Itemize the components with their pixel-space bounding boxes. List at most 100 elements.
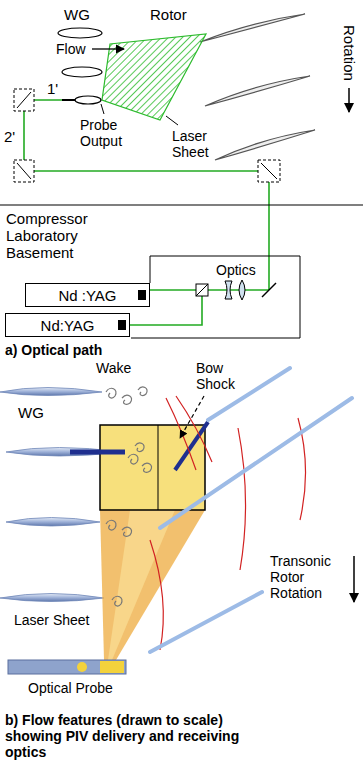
wake-swirl [122,527,132,536]
shock-wave [150,540,163,650]
guide-vane [6,518,100,527]
laser-sheet [100,510,205,660]
periscope-box [14,160,34,182]
rotation-label: Rotation [341,25,358,81]
wake-swirl [142,463,152,472]
label-holder: b) Flow features (drawn to scale) showin… [5,712,280,760]
part-label: Probe Output [80,117,135,149]
piv-window [158,425,159,510]
rotation-arrow [353,556,355,602]
rotation-arrow [348,88,350,112]
flow-label: Flow [56,41,86,57]
label-holder: a) Optical path [5,342,102,358]
label-holder: Laser Sheet [172,128,222,160]
rotation-label: Transonic Rotor Rotation [270,553,345,601]
optical-probe [100,661,124,673]
path-label: 2' [4,128,15,145]
rotor-blade [200,14,305,42]
beam-path [268,182,270,290]
label-holder: Bow Shock [196,360,244,392]
guide-vane [58,28,102,38]
leader-line [101,104,104,114]
part-label: Optics [216,262,256,278]
flow-label: Wake [96,360,131,376]
label-holder: Laser Sheet [14,612,90,628]
optics-bench [239,280,245,300]
part-label: WG [18,404,44,421]
wake-swirl [106,387,152,606]
wake-swirl [106,520,116,530]
beam-path [130,296,202,325]
laser-sheet [102,34,206,120]
wake-swirl [106,388,116,398]
sub-caption: a) Optical path [5,342,102,358]
label-holder: WG [64,6,90,23]
rotation-arrow [349,88,350,112]
beam-path [34,170,258,172]
rotor-blade [205,76,310,106]
shock-wave [176,396,212,462]
wake-swirl [122,395,132,404]
part-label: Rotor [150,6,187,23]
label-holder: 1' [47,80,58,97]
flow-arrow [92,49,124,50]
bow-shock-arrow [180,396,204,438]
box-text: Nd :YAG [58,287,116,304]
label-holder: WG [18,404,44,421]
laser-sheet [100,510,205,660]
guide-vane [0,594,104,602]
periscope-box [17,163,31,179]
guide-vane [62,67,102,77]
wake-swirl [128,454,138,464]
part-label: WG [64,6,90,23]
laser-sheet [102,34,206,120]
optics-bench [196,284,208,296]
bow-shock-arrow [180,396,204,438]
periscope-box [17,92,31,108]
rotation-arrow [354,556,355,602]
periscope-box [261,163,277,179]
wake-swirl [138,387,147,395]
label-holder: Optics [216,262,256,278]
leader-line [166,116,178,125]
beam-path [34,99,76,101]
laser-box: Nd:YAG [5,313,130,337]
shock-wave [238,428,246,570]
area-label: Compressor Laboratory Basement [6,210,101,261]
path-label: 1' [47,80,58,97]
periscope-box [258,160,280,182]
optical-probe [62,96,101,104]
label-holder: Compressor Laboratory Basement [6,210,101,261]
label-holder: Wake [96,360,131,376]
label-holder: Optical Probe [28,680,113,696]
periscope-box [14,89,34,111]
shock-wave [166,398,196,470]
beam-path [23,111,25,160]
optical-probe [62,99,76,101]
optics-bench [118,256,300,338]
wake-swirl [135,443,144,451]
rotor-blade [200,14,315,160]
beam-path [150,289,196,291]
rotor-blade [150,368,352,652]
vane-trailing-edge [70,450,125,455]
optics-bench [118,320,126,330]
optics-bench [196,284,208,296]
piv-window [100,425,205,510]
optics-bench [262,283,276,297]
part-label: Optical Probe [28,680,113,696]
optical-probe [8,660,126,674]
flow-arrow [92,48,124,49]
rotor-blade [215,130,315,160]
optical-probe [8,660,126,674]
optical-probe [77,662,87,672]
box-text: Nd:YAG [41,317,95,334]
optics-bench [225,281,232,299]
laser-sheet [108,510,175,660]
wake-swirl [112,596,122,606]
floor-line [0,204,363,205]
label-holder: Transonic Rotor Rotation [270,553,345,601]
periscope-box [14,89,280,182]
optics-bench [138,290,146,300]
laser-box: Nd :YAG [25,283,150,307]
